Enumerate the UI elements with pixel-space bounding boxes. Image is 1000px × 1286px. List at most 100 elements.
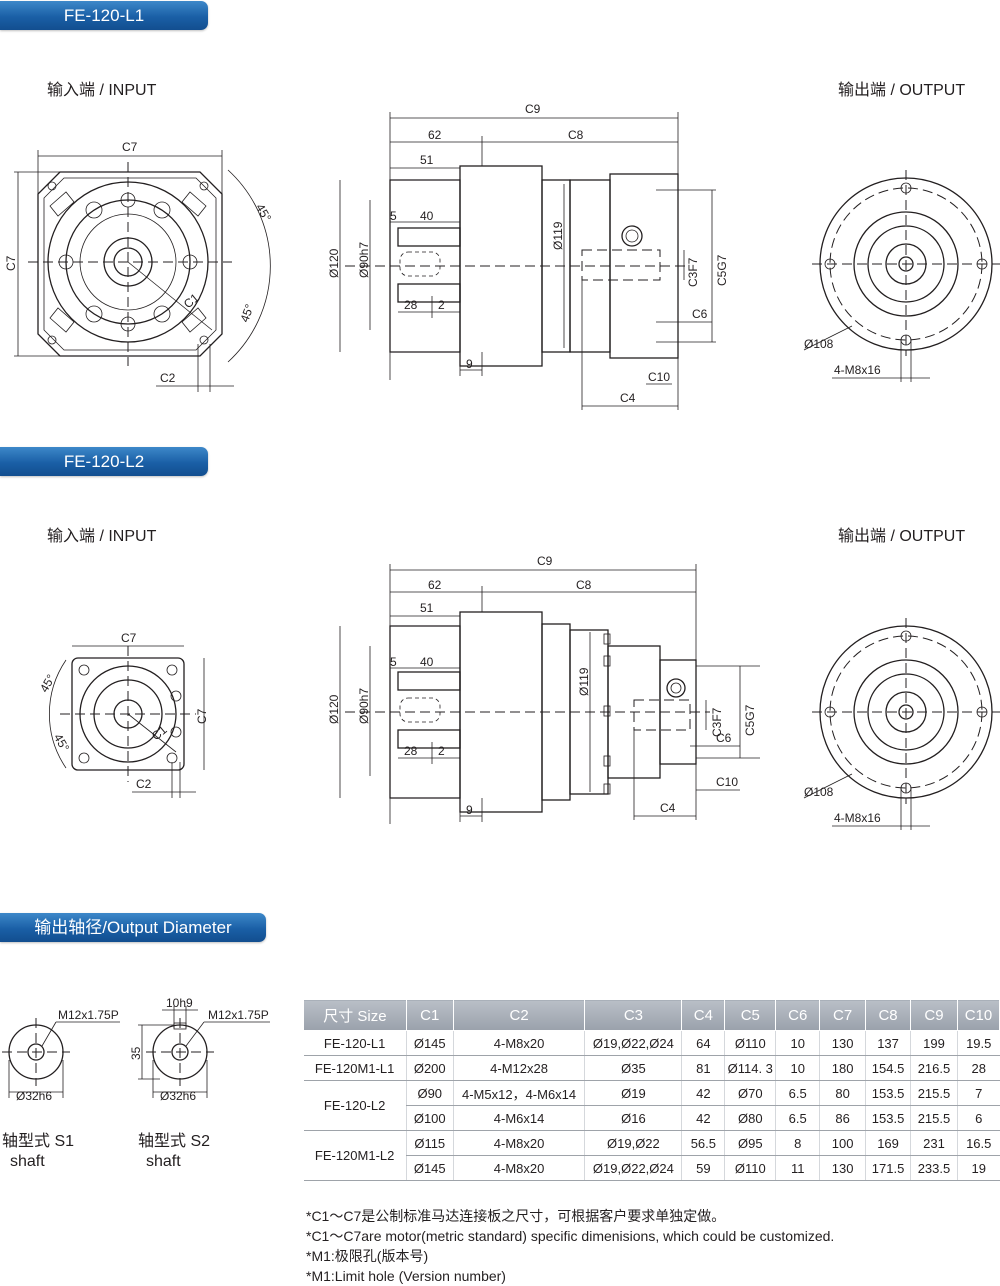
row-model: FE-120-L2 [303, 1080, 407, 1131]
th-c9: C9 [910, 999, 958, 1031]
note-4: *M1:Limit hole (Version number) [306, 1268, 506, 1284]
dim-c4-l2: C4 [660, 801, 676, 815]
table-header-row: 尺寸 Size C1 C2 C3 C4 C5 C6 C7 C8 C9 C10 [303, 999, 1000, 1031]
row-model: FE-120M1-L1 [303, 1055, 407, 1081]
dim-c7-top: C7 [122, 140, 138, 154]
cell: 64 [681, 1030, 725, 1056]
dim-2-l1: 2 [438, 298, 445, 312]
cell: 100 [819, 1130, 866, 1156]
table-row: Ø100 4-M6x14 Ø16 42 Ø80 6.5 86 153.5 215… [304, 1105, 1000, 1131]
shaft-s1-title: 轴型式 S1 [2, 1133, 75, 1150]
cell: Ø80 [724, 1105, 776, 1131]
dim-phi119-l1: Ø119 [551, 221, 565, 250]
cell: Ø114. 3 [724, 1055, 776, 1081]
dim-c3-l2: C3F7 [710, 707, 724, 737]
th-c4: C4 [681, 999, 726, 1031]
drawing-fe120-l2: C7 C7 45° 45° C1 C2 C9 62 C8 51 [37, 554, 1000, 830]
shaft-s1-sub: shaft [10, 1153, 45, 1170]
output-face-view-l1: Ø108 4-M8x16 [803, 170, 1000, 382]
dim-28-l2: 28 [404, 744, 418, 758]
cell: 180 [819, 1055, 866, 1081]
cell: 153.5 [865, 1080, 911, 1106]
shaft-s1-thread: M12x1.75P [58, 1008, 119, 1022]
row-model: FE-120-L1 [303, 1030, 407, 1056]
cell: 4-M8x20 [452, 1155, 585, 1181]
shaft-s2-drawing: 10h9 M12x1.75P 35 Ø32h6 [129, 996, 270, 1103]
cell: 6 [956, 1105, 1000, 1131]
dim-c6-l1: C6 [692, 307, 708, 321]
cell: 4-M12x28 [452, 1055, 585, 1081]
section-title-fe120-l2: FE-120-L2 [0, 447, 208, 476]
cell: 216.5 [910, 1055, 958, 1081]
th-c5: C5 [724, 999, 777, 1031]
dim-pcd-l2: Ø108 [804, 785, 834, 799]
cell: 59 [681, 1155, 725, 1181]
cell: 16.5 [956, 1130, 1000, 1156]
dim-phi90-l2: Ø90h7 [357, 688, 371, 724]
section-title-output-diameter: 输出轴径/Output Diameter [0, 913, 266, 942]
dim-9-l1: 9 [466, 357, 473, 371]
dim-c9-l2: C9 [537, 554, 553, 568]
cell: 4-M8x20 [452, 1130, 585, 1156]
dim-pcd-l1: Ø108 [804, 337, 834, 351]
dim-c4-l1: C4 [620, 391, 636, 405]
dim-62-l1: 62 [428, 128, 442, 142]
dim-c7-side: C7 [4, 255, 18, 271]
cell: Ø19,Ø22,Ø24 [584, 1155, 682, 1181]
cell: 231 [910, 1130, 958, 1156]
input-flange-view-l2: C7 C7 45° 45° C1 C2 [37, 631, 209, 798]
dim-c9-l1: C9 [525, 102, 541, 116]
dim-phi120-l2: Ø120 [327, 694, 341, 724]
dim-c7-top-l2: C7 [121, 631, 137, 645]
cell: 153.5 [865, 1105, 911, 1131]
cell: 137 [865, 1030, 911, 1056]
table-row: FE-120-L1 Ø145 4-M8x20 Ø19,Ø22,Ø24 64 Ø1… [303, 1030, 1000, 1056]
input-label-l2: 输入端 / INPUT [47, 528, 157, 545]
cell: 28 [956, 1055, 1000, 1081]
cell: 80 [819, 1080, 866, 1106]
cell: Ø16 [584, 1105, 682, 1131]
cell: Ø145 [405, 1155, 454, 1181]
output-label-l2: 输出端 / OUTPUT [838, 528, 966, 545]
cell: Ø115 [405, 1130, 454, 1156]
cell: 233.5 [910, 1155, 958, 1181]
dim-c3-l1: C3F7 [686, 257, 700, 287]
table-row: FE-120M1-L1 Ø200 4-M12x28 Ø35 81 Ø114. 3… [303, 1055, 1000, 1081]
notes: *C1～C7是公制标准马达连接板之尺寸，可根据客户要求单独定做。 *C1～C7a… [306, 1206, 834, 1286]
cell: 6.5 [775, 1080, 820, 1106]
cell: 10 [775, 1055, 820, 1081]
cell: 169 [865, 1130, 911, 1156]
note-3: *M1:极限孔(版本号) [306, 1248, 429, 1264]
dim-c7-side-l2: C7 [195, 708, 209, 724]
th-c3: C3 [584, 999, 683, 1031]
th-c10: C10 [956, 999, 1000, 1031]
shaft-s1-diameter: Ø32h6 [16, 1089, 52, 1103]
output-label-l1: 输出端 / OUTPUT [838, 82, 966, 99]
table-row: FE-120M1-L2 Ø115 4-M8x20 Ø19,Ø22 56.5 Ø9… [303, 1130, 1000, 1181]
side-view-l2: C9 62 C8 51 5 40 28 2 9 Ø120 Ø90h7 Ø119 … [327, 554, 760, 824]
cell: Ø110 [724, 1030, 776, 1056]
cell: 19 [956, 1155, 1000, 1181]
cell: Ø145 [405, 1030, 454, 1056]
input-label-l1: 输入端 / INPUT [47, 82, 157, 99]
th-c2: C2 [452, 999, 586, 1031]
spec-table: 尺寸 Size C1 C2 C3 C4 C5 C6 C7 C8 C9 C10 F… [303, 999, 1000, 1181]
cell: Ø35 [584, 1055, 682, 1081]
dim-c8-l1: C8 [568, 128, 584, 142]
th-c7: C7 [819, 999, 867, 1031]
cell: 4-M5x12，4-M6x14 [452, 1080, 585, 1106]
cell: 199 [910, 1030, 958, 1056]
cell: 56.5 [681, 1130, 725, 1156]
shaft-s1-drawing: M12x1.75P Ø32h6 [2, 1008, 120, 1103]
shaft-s2-diameter: Ø32h6 [160, 1089, 196, 1103]
cell: 4-M6x14 [452, 1105, 585, 1131]
table-row: Ø145 4-M8x20 Ø19,Ø22,Ø24 59 Ø110 11 130 … [304, 1155, 1000, 1181]
dim-2-l2: 2 [438, 744, 445, 758]
cell: 11 [775, 1155, 820, 1181]
cell: 130 [819, 1155, 866, 1181]
cell: 6.5 [775, 1105, 820, 1131]
dim-c10-l1: C10 [648, 370, 670, 384]
row-model: FE-120M1-L2 [303, 1130, 407, 1181]
shaft-s2-sub: shaft [146, 1153, 181, 1170]
